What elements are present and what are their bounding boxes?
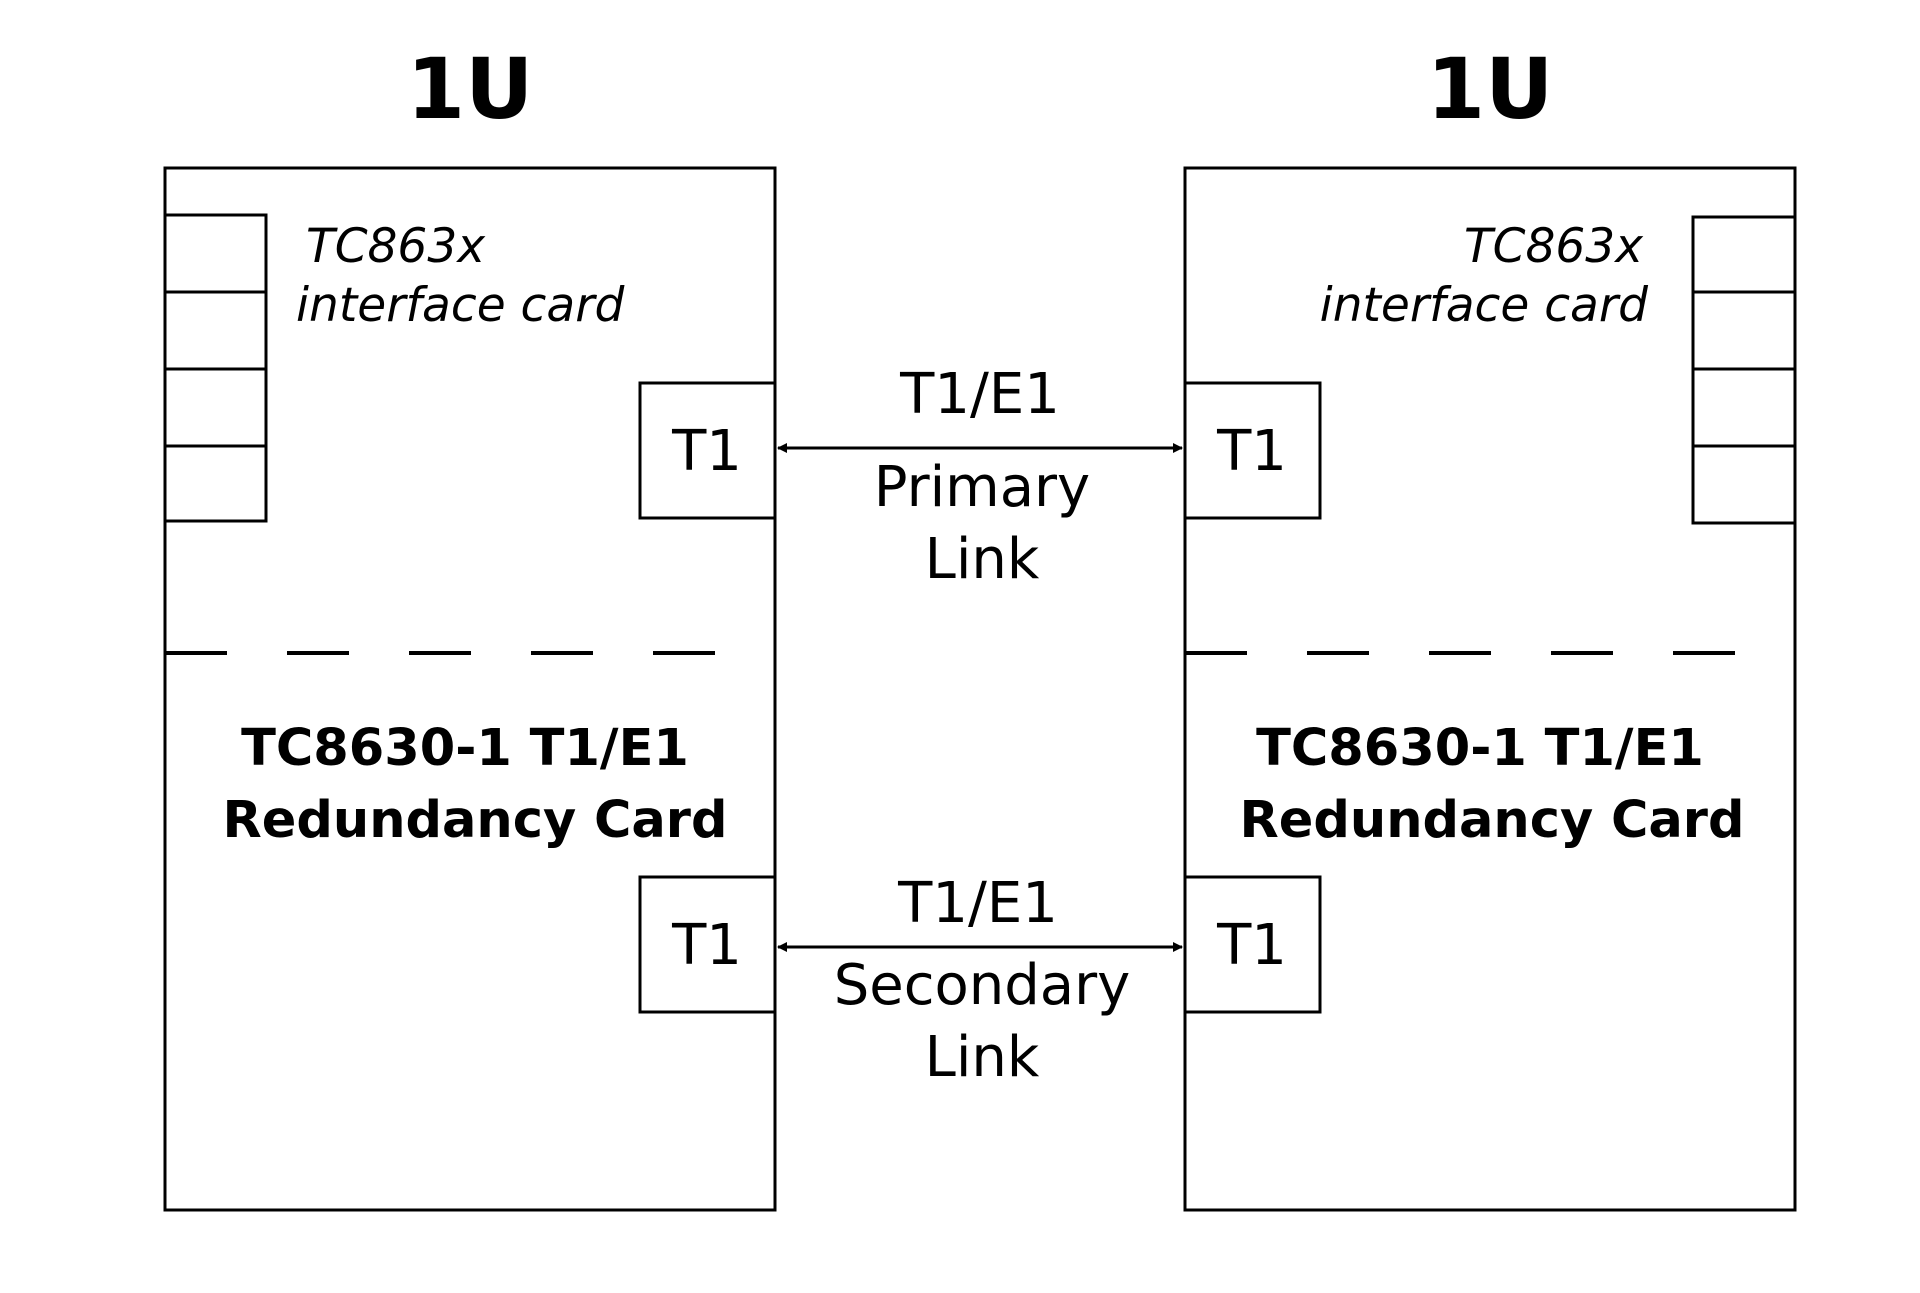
secondary-link-line2: Link <box>925 1025 1040 1090</box>
primary-link: T1/E1 Primary Link <box>777 362 1183 592</box>
right-port-top-label: T1 <box>1216 419 1287 484</box>
right-chassis-outline <box>1183 166 1797 1212</box>
left-chassis-outline <box>163 166 777 1212</box>
left-slot-1 <box>163 213 268 294</box>
left-port-bottom-label: T1 <box>671 913 742 978</box>
right-port-bottom-label: T1 <box>1216 913 1287 978</box>
left-slot-4 <box>163 444 268 523</box>
right-slot-3 <box>1691 367 1797 448</box>
left-slot-3 <box>163 367 268 448</box>
primary-link-line2: Link <box>925 527 1040 592</box>
right-slot-4 <box>1691 444 1797 525</box>
secondary-link-type: T1/E1 <box>897 871 1058 936</box>
right-slot-1 <box>1691 215 1797 294</box>
right-interface-line2: interface card <box>1320 278 1650 333</box>
right-port-bottom <box>1183 875 1322 1014</box>
left-card-line1: TC8630-1 T1/E1 <box>241 719 689 778</box>
right-unit-label: 1U <box>1427 40 1554 138</box>
right-port-top <box>1183 381 1322 520</box>
right-card-line2: Redundancy Card <box>1240 791 1745 850</box>
right-chassis: TC863x interface card T1 T1 TC8630-1 T1/… <box>1183 166 1797 1212</box>
left-port-top <box>638 381 777 520</box>
primary-link-type: T1/E1 <box>899 362 1060 427</box>
right-slot-2 <box>1691 290 1797 371</box>
left-chassis: TC863x interface card T1 T1 TC8630-1 T1/… <box>163 166 777 1212</box>
right-card-line1: TC8630-1 T1/E1 <box>1256 719 1704 778</box>
left-interface-line2: interface card <box>296 278 626 333</box>
right-slot-stack <box>1691 215 1797 525</box>
left-port-top-label: T1 <box>671 419 742 484</box>
left-port-bottom <box>638 875 777 1014</box>
secondary-link-line1: Secondary <box>834 953 1131 1018</box>
left-unit-label: 1U <box>407 40 534 138</box>
right-interface-line1: TC863x <box>1464 219 1644 274</box>
left-card-line2: Redundancy Card <box>223 791 728 850</box>
primary-link-line1: Primary <box>874 455 1090 520</box>
secondary-link: T1/E1 Secondary Link <box>777 871 1183 1090</box>
left-interface-line1: TC863x <box>306 219 486 274</box>
left-slot-stack <box>163 213 268 523</box>
left-slot-2 <box>163 290 268 371</box>
